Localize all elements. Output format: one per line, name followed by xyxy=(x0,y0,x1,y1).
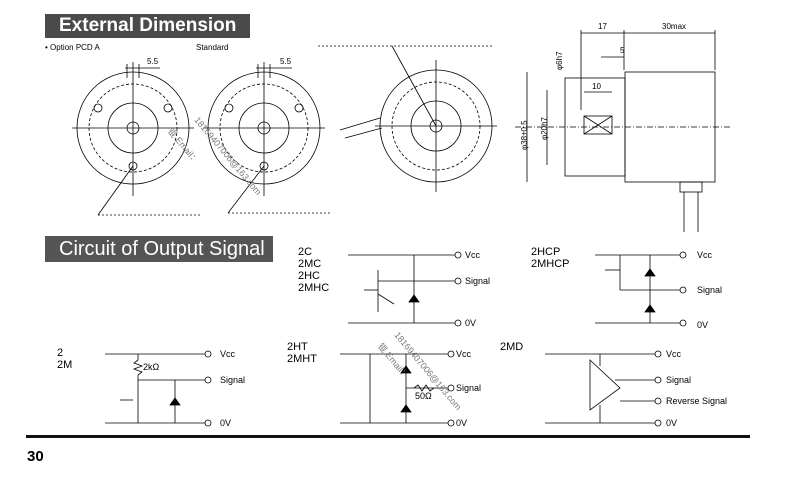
circuit-heading: Circuit of Output Signal xyxy=(45,236,273,262)
c4-signal: Signal xyxy=(456,383,482,393)
c5-signal: Signal xyxy=(666,375,692,385)
c4-vcc: Vcc xyxy=(456,349,472,359)
c2-0v: 0V xyxy=(697,320,709,330)
dim-5-5-b: 5.5 xyxy=(280,57,292,66)
dim-17: 17 xyxy=(598,22,607,31)
c5-vcc: Vcc xyxy=(666,349,682,359)
c3-0v: 0V xyxy=(220,418,232,428)
external-dimension-heading: External Dimension xyxy=(45,14,250,38)
footer-rule xyxy=(26,435,750,438)
page-number: 30 xyxy=(27,448,44,465)
c4-0v: 0V xyxy=(456,418,468,428)
dim-5-5-a: 5.5 xyxy=(147,57,159,66)
c5-reverse-signal: Reverse Signal xyxy=(666,396,728,406)
c5-models: 2MD xyxy=(500,341,524,353)
dim-10: 10 xyxy=(592,82,601,91)
c5-0v: 0V xyxy=(666,418,678,428)
c2-signal: Signal xyxy=(697,285,723,295)
c3-resistor: 2kΩ xyxy=(143,362,160,372)
dim-5: 5 xyxy=(620,46,625,55)
c3-signal: Signal xyxy=(220,375,246,385)
c1-signal: Signal xyxy=(465,276,491,286)
c1-vcc: Vcc xyxy=(465,250,481,260)
c2-vcc: Vcc xyxy=(697,250,713,260)
option-pcd-label: • Option PCD A xyxy=(45,43,100,52)
c3-vcc: Vcc xyxy=(220,349,236,359)
standard-label: Standard xyxy=(196,43,229,52)
c1-0v: 0V xyxy=(465,318,477,328)
c4-resistor: 50Ω xyxy=(415,391,432,401)
dim-30max: 30max xyxy=(662,22,687,31)
